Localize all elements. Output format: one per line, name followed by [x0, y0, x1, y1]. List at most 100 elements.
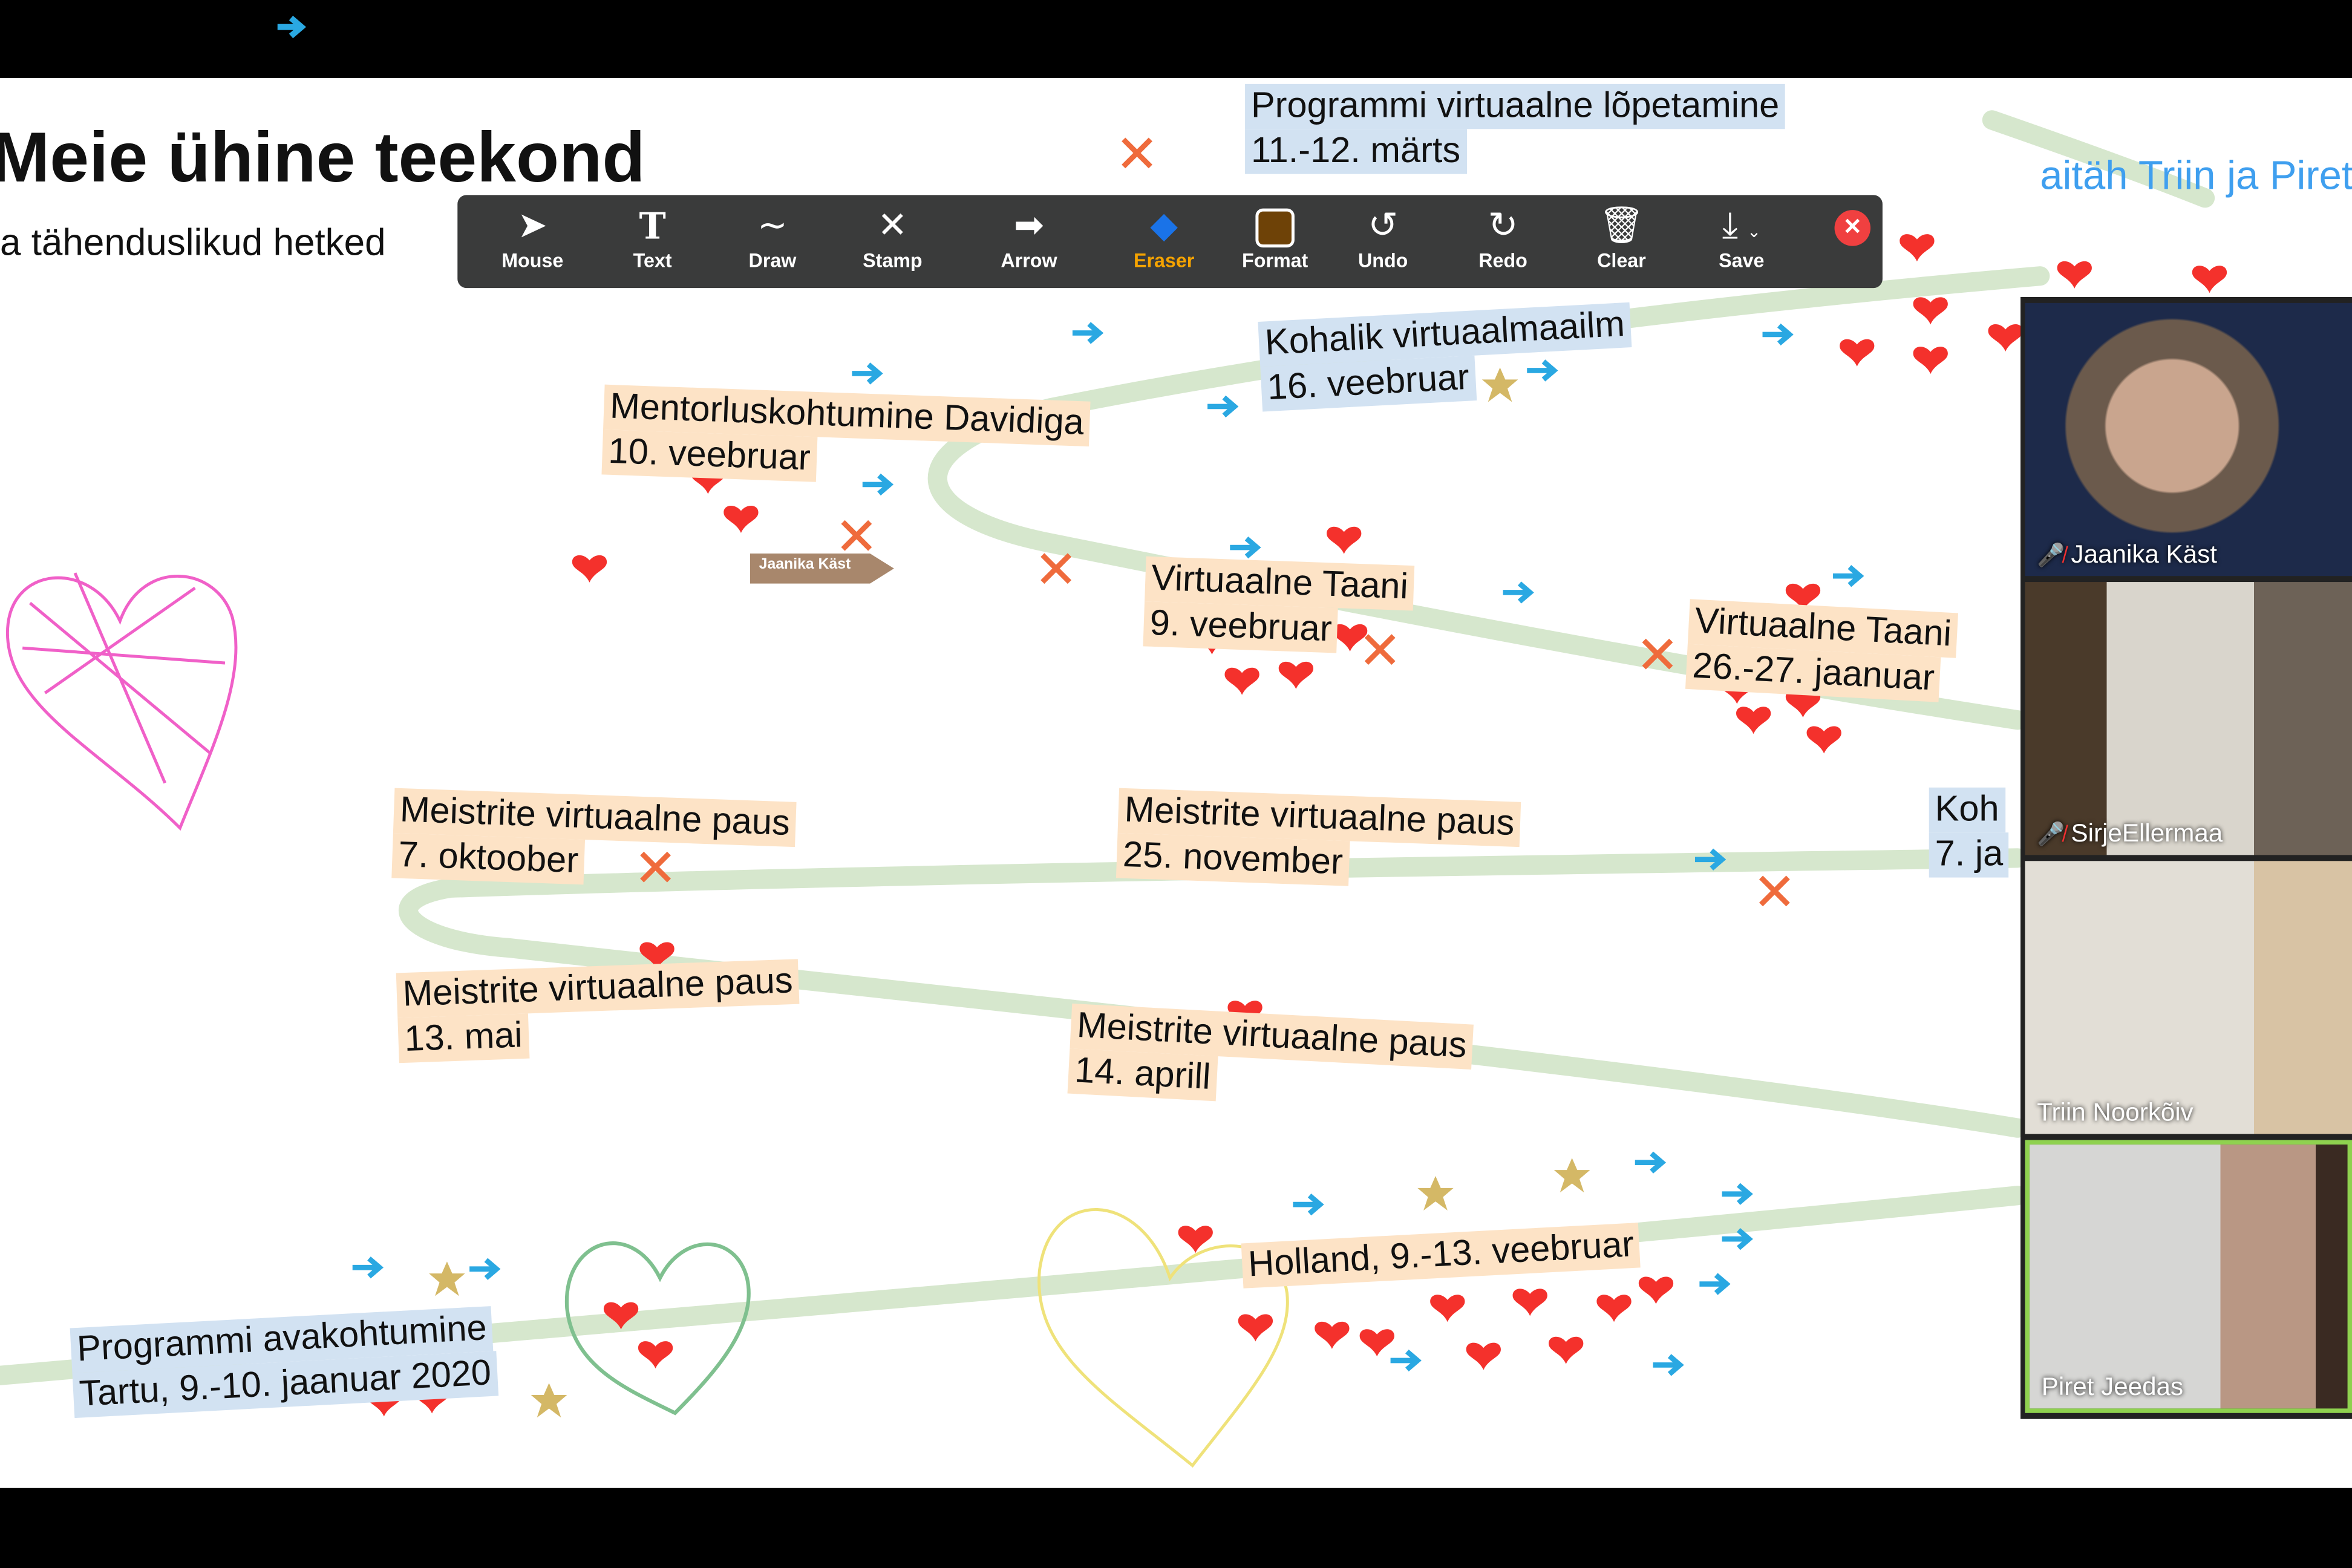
heart-stamp — [1638, 1276, 1674, 1304]
annotator-pointer-tag: Jaanika Käst — [750, 549, 897, 596]
arrow-stamp — [1390, 1349, 1422, 1372]
star-stamp — [531, 1383, 567, 1418]
heart-stamp — [724, 505, 759, 534]
heart-stamp — [1736, 707, 1771, 734]
x-stamp — [1759, 875, 1790, 907]
heart-stamp — [1359, 1329, 1394, 1357]
heart-stamp — [639, 942, 675, 970]
participant-video-panel: 🎤̸Jaanika Käst 🎤̸SirjeEllermaa Triin Noo… — [2020, 296, 2352, 1419]
video-tile[interactable]: 🎤̸Jaanika Käst — [2025, 302, 2352, 577]
arrow-stamp — [1833, 564, 1864, 587]
x-stamp — [1122, 137, 1152, 169]
muted-mic-icon: 🎤̸ — [2037, 822, 2065, 848]
heart-stamp — [1466, 1342, 1501, 1370]
stamp-icon: ✕ — [877, 205, 908, 246]
tool-format[interactable]: Format — [1223, 204, 1328, 272]
chevron-down-icon: ⌄ — [1746, 223, 1761, 242]
stamp-layer — [352, 137, 2227, 1418]
heart-stamp — [1430, 1295, 1465, 1322]
slide-subtitle: a tähenduslikud hetked — [0, 221, 386, 264]
arrow-stamp — [1503, 581, 1534, 604]
tool-redo[interactable]: ↻Redo — [1451, 204, 1556, 272]
eraser-icon: ◆ — [1150, 205, 1178, 246]
heart-stamp — [1315, 1321, 1350, 1349]
x-stamp — [1642, 638, 1673, 670]
video-tile[interactable]: Triin Noorkõiv — [2025, 861, 2352, 1134]
thanks-text: aitäh Triin ja Piret — [2040, 152, 2352, 198]
arrow-stamp — [1762, 323, 1794, 346]
arrow-stamp — [469, 1258, 501, 1280]
close-toolbar-button[interactable]: ✕ — [1834, 210, 1871, 246]
video-tile-active-speaker[interactable]: Piret Jeedas — [2025, 1140, 2352, 1413]
text-icon: T — [639, 204, 666, 248]
heart-stamp — [1806, 726, 1841, 754]
heart-stamp — [1327, 526, 1362, 554]
slide-title: Meie ühine teekond — [0, 117, 645, 197]
draw-icon: ∼ — [757, 205, 788, 246]
video-tile[interactable]: 🎤̸SirjeEllermaa — [2025, 582, 2352, 855]
arrow-stamp — [1722, 1183, 1753, 1205]
x-stamp — [640, 851, 671, 883]
tool-eraser[interactable]: ◆Eraser — [1111, 204, 1217, 272]
tool-undo[interactable]: ↺Undo — [1330, 204, 1436, 272]
muted-mic-icon: 🎤̸ — [2037, 543, 2065, 569]
x-stamp — [1040, 553, 1072, 584]
tool-arrow[interactable]: ➡Arrow — [976, 204, 1082, 272]
heart-stamp — [1549, 1336, 1584, 1364]
undo-icon: ↺ — [1368, 205, 1399, 246]
arrow-stamp — [277, 15, 307, 39]
heart-stamp — [1913, 347, 1948, 374]
tool-mouse[interactable]: ➤Mouse — [480, 204, 585, 272]
heart-stamp — [1785, 690, 1821, 717]
heart-stamp — [1224, 667, 1259, 695]
heart-stamp — [1785, 583, 1821, 611]
whiteboard-canvas[interactable]: Meie ühine teekond a tähenduslikud hetke… — [0, 77, 2352, 1488]
heart-stamp — [572, 555, 607, 583]
star-stamp — [1417, 1176, 1454, 1211]
star-stamp — [429, 1261, 465, 1296]
arrow-icon: ➡ — [1014, 205, 1044, 246]
green-heart-doodle — [564, 1241, 751, 1416]
star-stamp — [1553, 1158, 1590, 1193]
arrow-stamp — [1207, 395, 1239, 418]
heart-stamp — [1178, 1226, 1213, 1253]
tool-clear[interactable]: 🗑Clear — [1569, 204, 1674, 272]
arrow-stamp — [1527, 359, 1558, 382]
x-stamp — [1364, 634, 1396, 665]
mouse-pointer-icon: ➤ — [517, 205, 548, 246]
heart-stamp — [1512, 1289, 1547, 1316]
arrow-stamp — [1694, 848, 1726, 871]
trash-icon: 🗑 — [1598, 205, 1645, 246]
arrow-stamp — [352, 1256, 384, 1279]
arrow-stamp — [1230, 536, 1261, 559]
tool-save[interactable]: ⤓⌄Save — [1689, 204, 1794, 272]
tool-draw[interactable]: ∼Draw — [720, 204, 825, 272]
heart-stamp — [2057, 261, 2092, 289]
heart-stamp — [2192, 266, 2227, 293]
star-stamp — [1481, 367, 1518, 402]
heart-stamp — [1596, 1295, 1632, 1322]
arrow-stamp — [852, 362, 883, 385]
heart-stamp — [1278, 661, 1314, 689]
close-icon: ✕ — [1843, 214, 1862, 240]
arrow-stamp — [1699, 1273, 1731, 1295]
arrow-stamp — [862, 473, 894, 496]
pink-heart-doodle — [5, 572, 238, 831]
heart-stamp — [638, 1341, 673, 1369]
format-icon — [1223, 204, 1328, 249]
heart-stamp — [1333, 624, 1368, 652]
arrow-stamp — [1293, 1193, 1324, 1216]
tool-stamp[interactable]: ✕Stamp — [840, 204, 946, 272]
heart-stamp — [1900, 234, 1935, 262]
heart-stamp — [1238, 1314, 1273, 1342]
